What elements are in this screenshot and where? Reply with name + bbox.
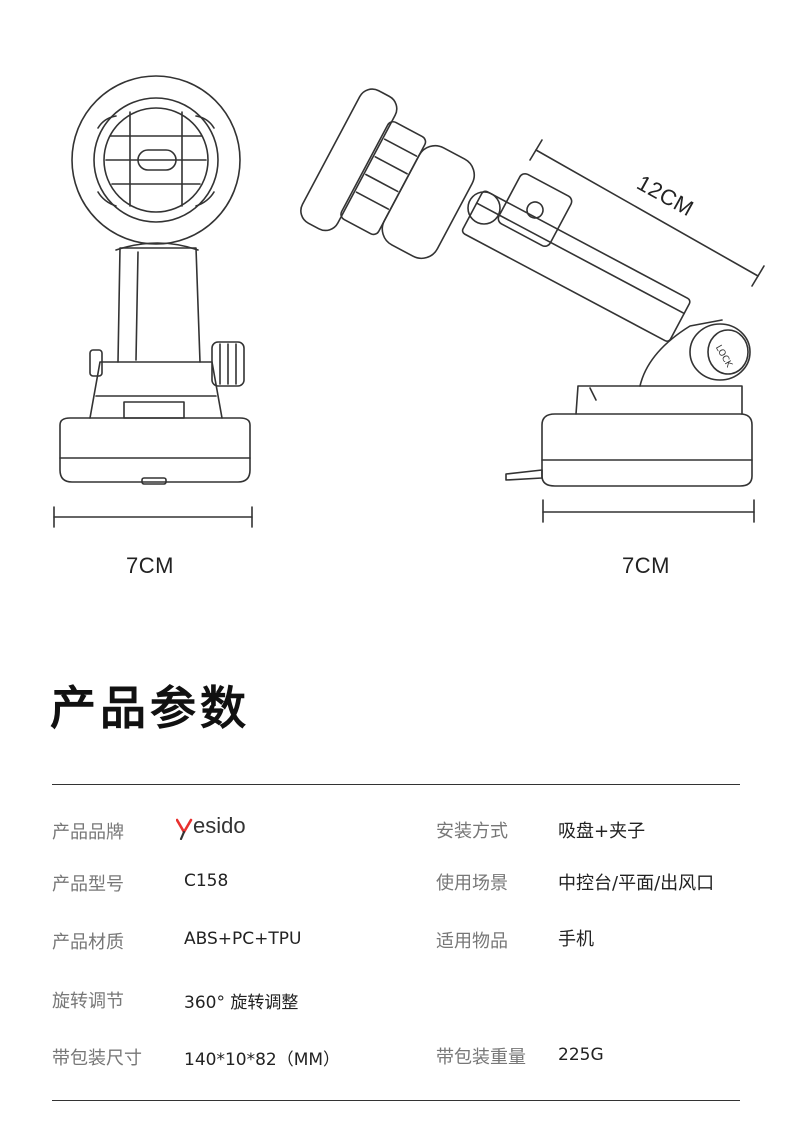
side-dimension-line — [542, 499, 755, 523]
side-width-label: 7CM — [622, 553, 670, 578]
spec-label-rotation: 旋转调节 — [52, 991, 124, 1012]
brand-logo: esido — [175, 812, 272, 844]
spec-value-item: 手机 — [558, 929, 594, 950]
spec-label-scenario: 使用场景 — [436, 873, 508, 894]
arm-dimension-line — [529, 139, 765, 287]
spec-label-item: 适用物品 — [436, 931, 508, 952]
spec-label-mounting: 安装方式 — [436, 821, 508, 842]
spec-value-scenario: 中控台/平面/出风口 — [558, 873, 715, 894]
svg-text:esido: esido — [193, 813, 246, 838]
spec-value-package-size: 140*10*82（MM） — [184, 1050, 341, 1070]
spec-label-package-weight: 带包装重量 — [436, 1047, 526, 1068]
product-diagram: LOCK — [53, 75, 765, 528]
front-dimension-line — [53, 506, 253, 528]
front-width-label: 7CM — [126, 553, 174, 578]
spec-label-model: 产品型号 — [52, 874, 124, 895]
spec-value-package-weight: 225G — [558, 1045, 604, 1065]
spec-label-package-size: 带包装尺寸 — [52, 1048, 142, 1069]
spec-value-model: C158 — [184, 871, 229, 891]
side-view-mount: LOCK — [300, 88, 753, 487]
spec-label-material: 产品材质 — [52, 932, 124, 953]
page-title: 产品参数 — [50, 681, 250, 735]
spec-value-material: ABS+PC+TPU — [184, 929, 302, 949]
svg-text:LOCK: LOCK — [713, 344, 734, 371]
spec-value-mounting: 吸盘+夹子 — [558, 821, 646, 842]
spec-label-brand: 产品品牌 — [52, 822, 124, 843]
front-view-mount — [59, 75, 251, 485]
top-divider — [52, 784, 740, 785]
bottom-divider — [52, 1100, 740, 1101]
spec-value-rotation: 360° 旋转调整 — [184, 993, 299, 1013]
